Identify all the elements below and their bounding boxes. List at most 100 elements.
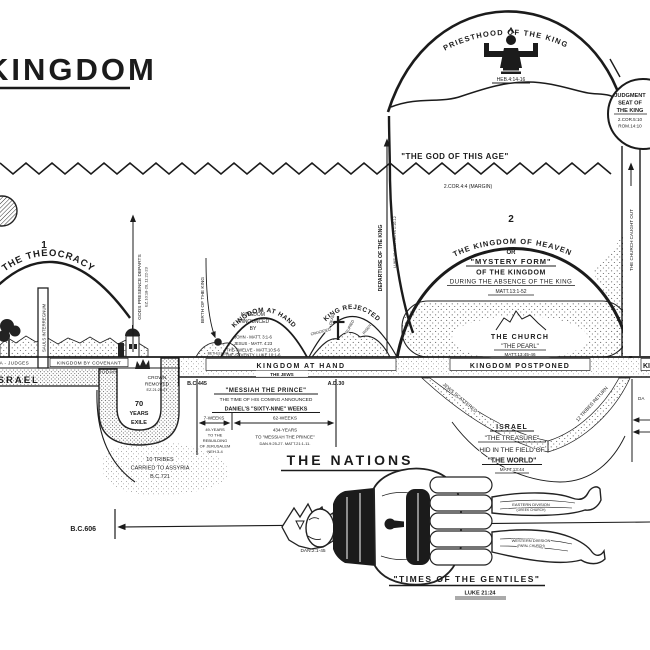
mystery-dome: 2 THE KINGDOM OF HEAVEN OR "MYSTERY FORM…: [395, 214, 633, 360]
veil-zigzag: [0, 161, 612, 176]
jews-box: [256, 370, 308, 377]
the-pearl-label: "THE PEARL": [501, 344, 539, 350]
church-caught-out-label: THE CHURCH CAUGHT OUT: [629, 209, 634, 271]
the-treasure-label: "THE TREASURE": [485, 435, 540, 442]
judgment-line2: SEAT OF: [618, 101, 642, 107]
postponed-box: [449, 358, 591, 371]
announced-line5: THE TWELVE - MATT.10:5-6: [226, 348, 280, 353]
risen-label: RISEN: [362, 323, 372, 335]
timeline-band: KINGDOM AT HAND THE JEWS KINGDOM POSTPON…: [0, 356, 650, 388]
priesthood-arc-line: [386, 10, 623, 113]
messiah-section: "MESSIAH THE PRINCE" THE TIME OF HIS COM…: [196, 379, 337, 455]
leg-east: [491, 486, 602, 517]
chest-silver: [333, 488, 376, 566]
assyria-scatter: [101, 441, 228, 496]
w7-label: 7-WEEKS: [204, 416, 225, 421]
church-cloud-core: [452, 316, 588, 360]
left-line1: TO THE: [208, 433, 223, 438]
announced-line1: ANNOUNCED: [237, 319, 270, 325]
exile-years: YEARS: [130, 411, 149, 417]
kingdom-cut-box: [640, 358, 650, 371]
nations-title: THE NATIONS: [287, 452, 414, 468]
luke-ref-label: LUKE 21:24: [464, 591, 496, 597]
kingdom-at-hand-band-label: KINGDOM AT HAND: [257, 363, 346, 370]
face-lines: [307, 517, 322, 541]
right-line2: DAN.9:25-27. MATT.21:1-11.: [260, 441, 311, 446]
left-line4: NEH.3-4: [207, 449, 223, 454]
hid-in-field-label: HID IN THE FIELD OF: [479, 447, 544, 454]
ten-tribes-date: B.C.721: [150, 474, 170, 480]
chart-title: KINGDOM: [0, 52, 157, 90]
dan-ref-label: DAN.2:1-45: [300, 548, 325, 554]
the-world-label: "THE WORLD": [487, 458, 536, 465]
western-division-label: WESTERN DIVISION: [512, 538, 551, 543]
left-line0: 49-YEARS: [205, 427, 225, 432]
judgment-line3: THE KING: [617, 108, 644, 114]
leg-shading: [499, 499, 576, 552]
crown-jewel: [295, 520, 305, 531]
mystery-ref: MATT.13:1-52: [495, 289, 526, 295]
weeks-title: DANIEL'S "SIXTY-NINE" WEEKS: [225, 407, 308, 413]
joshua-judges-label: JOSHUA - JUDGES: [0, 361, 29, 366]
tube-interior: [623, 148, 639, 356]
kingdom-covenant-label: KINGDOM BY COVENANT: [57, 361, 121, 367]
the-jews-label: THE JEWS: [270, 372, 293, 377]
skirt-ribs: [429, 476, 493, 566]
nations-section: THE NATIONS: [117, 452, 650, 600]
israel-treasure-label: ISRAEL: [496, 424, 528, 431]
mountain-ridge: [0, 335, 149, 358]
god-of-this-age-ref: 2.COR.4:4 (MARGIN): [444, 184, 493, 190]
announced-line2: BY: [250, 326, 257, 332]
title-text: KINGDOM: [0, 52, 157, 87]
left-line3: OF JERUSALEM: [200, 444, 231, 449]
crown-icon: [135, 359, 150, 369]
w62-label: 62-WEEKS: [273, 416, 297, 422]
crucified-label: CRUCIFIED: [310, 328, 331, 337]
eastern-division-label: EASTERN DIVISION: [512, 502, 550, 507]
advent-section: BIRTH OF THE KING BETHLEHEM KINGDOM AT H…: [195, 115, 415, 358]
edge-cut-label: DA: [638, 396, 645, 401]
priest-figure-icon: [484, 26, 538, 74]
priesthood-cloud-line: [390, 81, 622, 108]
birth-arrow: [205, 257, 216, 339]
announced-line4: JESUS - MATT. 4:23: [234, 341, 273, 346]
announced-line3: JOHN - MATT. 3:1-6: [234, 335, 272, 340]
bethlehem-mound: [195, 342, 241, 358]
exile-section: 70 YEARS EXILE CROWN REMOVED EZ.21:25-27…: [0, 357, 228, 539]
gods-presence-ref: EZ.10:18-20, 11:22-23: [144, 266, 149, 307]
cross-icon: [331, 316, 345, 340]
israel-band: [0, 369, 100, 386]
nebuchadnezzar-image: [281, 467, 606, 586]
treasure-ref: MATT.13:44: [500, 467, 525, 472]
veil-labels: "THE GOD OF THIS AGE" 2.COR.4:4 (MARGIN): [401, 151, 509, 190]
sauls-pillar: [37, 287, 49, 369]
keyhole-icon: [384, 518, 404, 530]
buried-label: BURIED: [345, 319, 355, 334]
exile-exile: EXILE: [131, 420, 147, 426]
mystery-number: 2: [508, 214, 514, 225]
treasure-valley: JEWS SCATTERED 12 TRIBES RETURN ISRAEL "…: [421, 377, 650, 483]
leg-west: [491, 529, 606, 565]
priesthood-dome: PRIESTHOOD OF THE KING HEB.4:14-16: [386, 10, 623, 113]
gods-presence-label: GODS PRESENCE DEPARTS: [137, 254, 143, 319]
mystery-form-label: "MYSTERY FORM": [470, 257, 551, 266]
eastern-division-sub: (GREEK CHURCH): [517, 508, 546, 512]
right-line0: 434-YEARS: [273, 428, 297, 433]
tree-icon: [0, 319, 21, 357]
announced-line6: THE SEVENTY. LUKE 10:1-6: [226, 353, 282, 358]
announced-line0: KINGDOM: [241, 312, 265, 318]
god-of-this-age-label: "THE GOD OF THIS AGE": [401, 152, 509, 161]
departure-label: DEPARTURE OF THE KING: [378, 225, 384, 292]
crown-ref: EZ.21:25-27: [147, 388, 168, 392]
priesthood-ref: HEB.4:14-16: [497, 77, 526, 83]
the-church-label: THE CHURCH: [491, 334, 549, 341]
dead-label: DEAD: [329, 314, 336, 325]
ten-tribes-label2: CARRIED TO ASSYRIA: [131, 466, 190, 472]
or-label: OR: [507, 250, 517, 256]
theocracy-number: 1: [41, 240, 47, 251]
messiah-title: "MESSIAH THE PRINCE": [225, 388, 306, 394]
times-of-gentiles-label: "TIMES OF THE GENTILES": [394, 574, 541, 584]
of-the-kingdom-label: OF THE KINGDOM: [476, 270, 546, 277]
